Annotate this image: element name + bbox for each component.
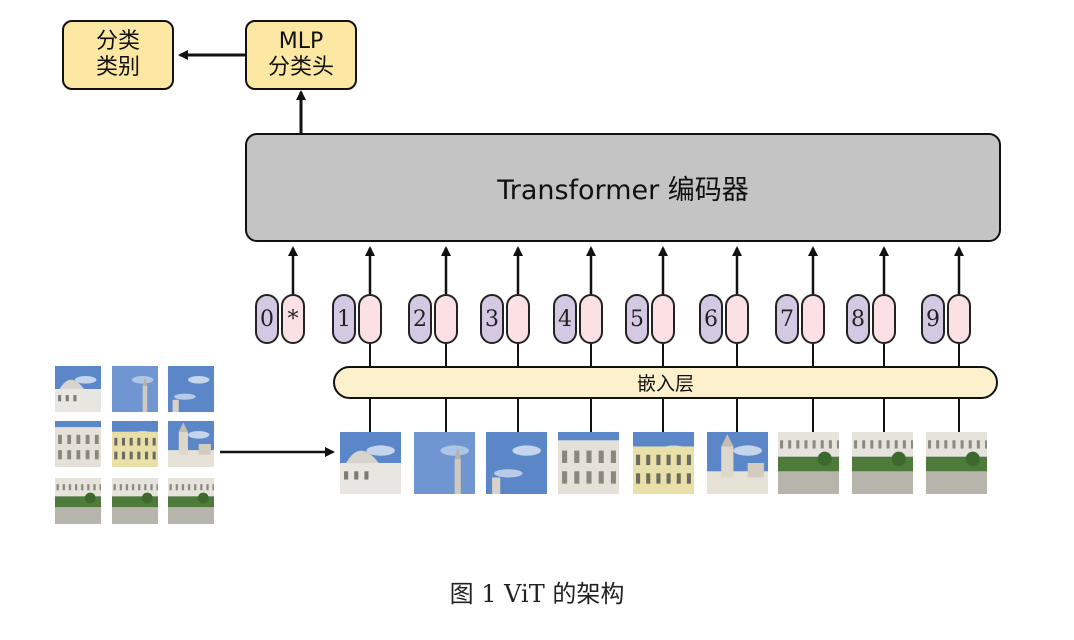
patch-embedding-5 — [651, 294, 675, 344]
patch-image-5 — [633, 432, 694, 494]
embedding-label: 嵌入层 — [636, 373, 694, 395]
position-token-7: 7 — [775, 294, 799, 344]
position-token-8: 8 — [846, 294, 870, 344]
class-output-box: 分类 类别 — [62, 20, 174, 90]
grid-patch-1 — [55, 366, 101, 412]
patch-image-8 — [852, 432, 913, 494]
patch-embedding-4 — [579, 294, 603, 344]
patch-image-6 — [707, 432, 768, 494]
class-output-line2: 类别 — [95, 55, 140, 80]
position-token-1: 1 — [332, 294, 356, 344]
grid-patch-7 — [55, 478, 101, 524]
grid-patch-2 — [112, 366, 158, 412]
position-token-2: 2 — [408, 294, 432, 344]
position-token-4: 4 — [553, 294, 577, 344]
patch-connectors — [369, 399, 960, 432]
patch-embedding-8 — [872, 294, 896, 344]
patch-embedding-3 — [506, 294, 530, 344]
patch-embedding-1 — [358, 294, 382, 344]
transformer-encoder-box: Transformer 编码器 — [245, 133, 1001, 242]
patch-image-7 — [778, 432, 839, 494]
class-output-line1: 分类 — [95, 29, 140, 54]
patch-image-2 — [414, 432, 475, 494]
patch-image-9 — [926, 432, 987, 494]
patch-image-3 — [486, 432, 547, 494]
grid-patch-6 — [168, 421, 214, 467]
patch-embedding-0: * — [281, 294, 305, 344]
patch-embedding-9 — [947, 294, 971, 344]
token-arrows — [288, 246, 964, 366]
encoder-label: Transformer 编码器 — [497, 175, 749, 206]
position-token-3: 3 — [480, 294, 504, 344]
position-token-9: 9 — [921, 294, 945, 344]
grid-patch-3 — [168, 366, 214, 412]
patch-embedding-6 — [725, 294, 749, 344]
position-token-0: 0 — [255, 294, 279, 344]
grid-patch-8 — [112, 478, 158, 524]
grid-patch-9 — [168, 478, 214, 524]
mlp-head-box: MLP 分类头 — [245, 20, 357, 90]
mlp-head-line2: 分类头 — [267, 55, 334, 80]
figure-caption: 图 1 ViT 的架构 — [449, 580, 625, 608]
mlp-head-line1: MLP — [278, 29, 324, 54]
patch-embedding-7 — [801, 294, 825, 344]
patch-embedding-2 — [434, 294, 458, 344]
grid-patch-5 — [112, 421, 158, 467]
position-token-5: 5 — [625, 294, 649, 344]
embedding-layer-box: 嵌入层 — [333, 366, 998, 399]
position-token-6: 6 — [699, 294, 723, 344]
grid-patch-4 — [55, 421, 101, 467]
patch-image-4 — [558, 432, 619, 494]
patch-image-1 — [340, 432, 401, 494]
